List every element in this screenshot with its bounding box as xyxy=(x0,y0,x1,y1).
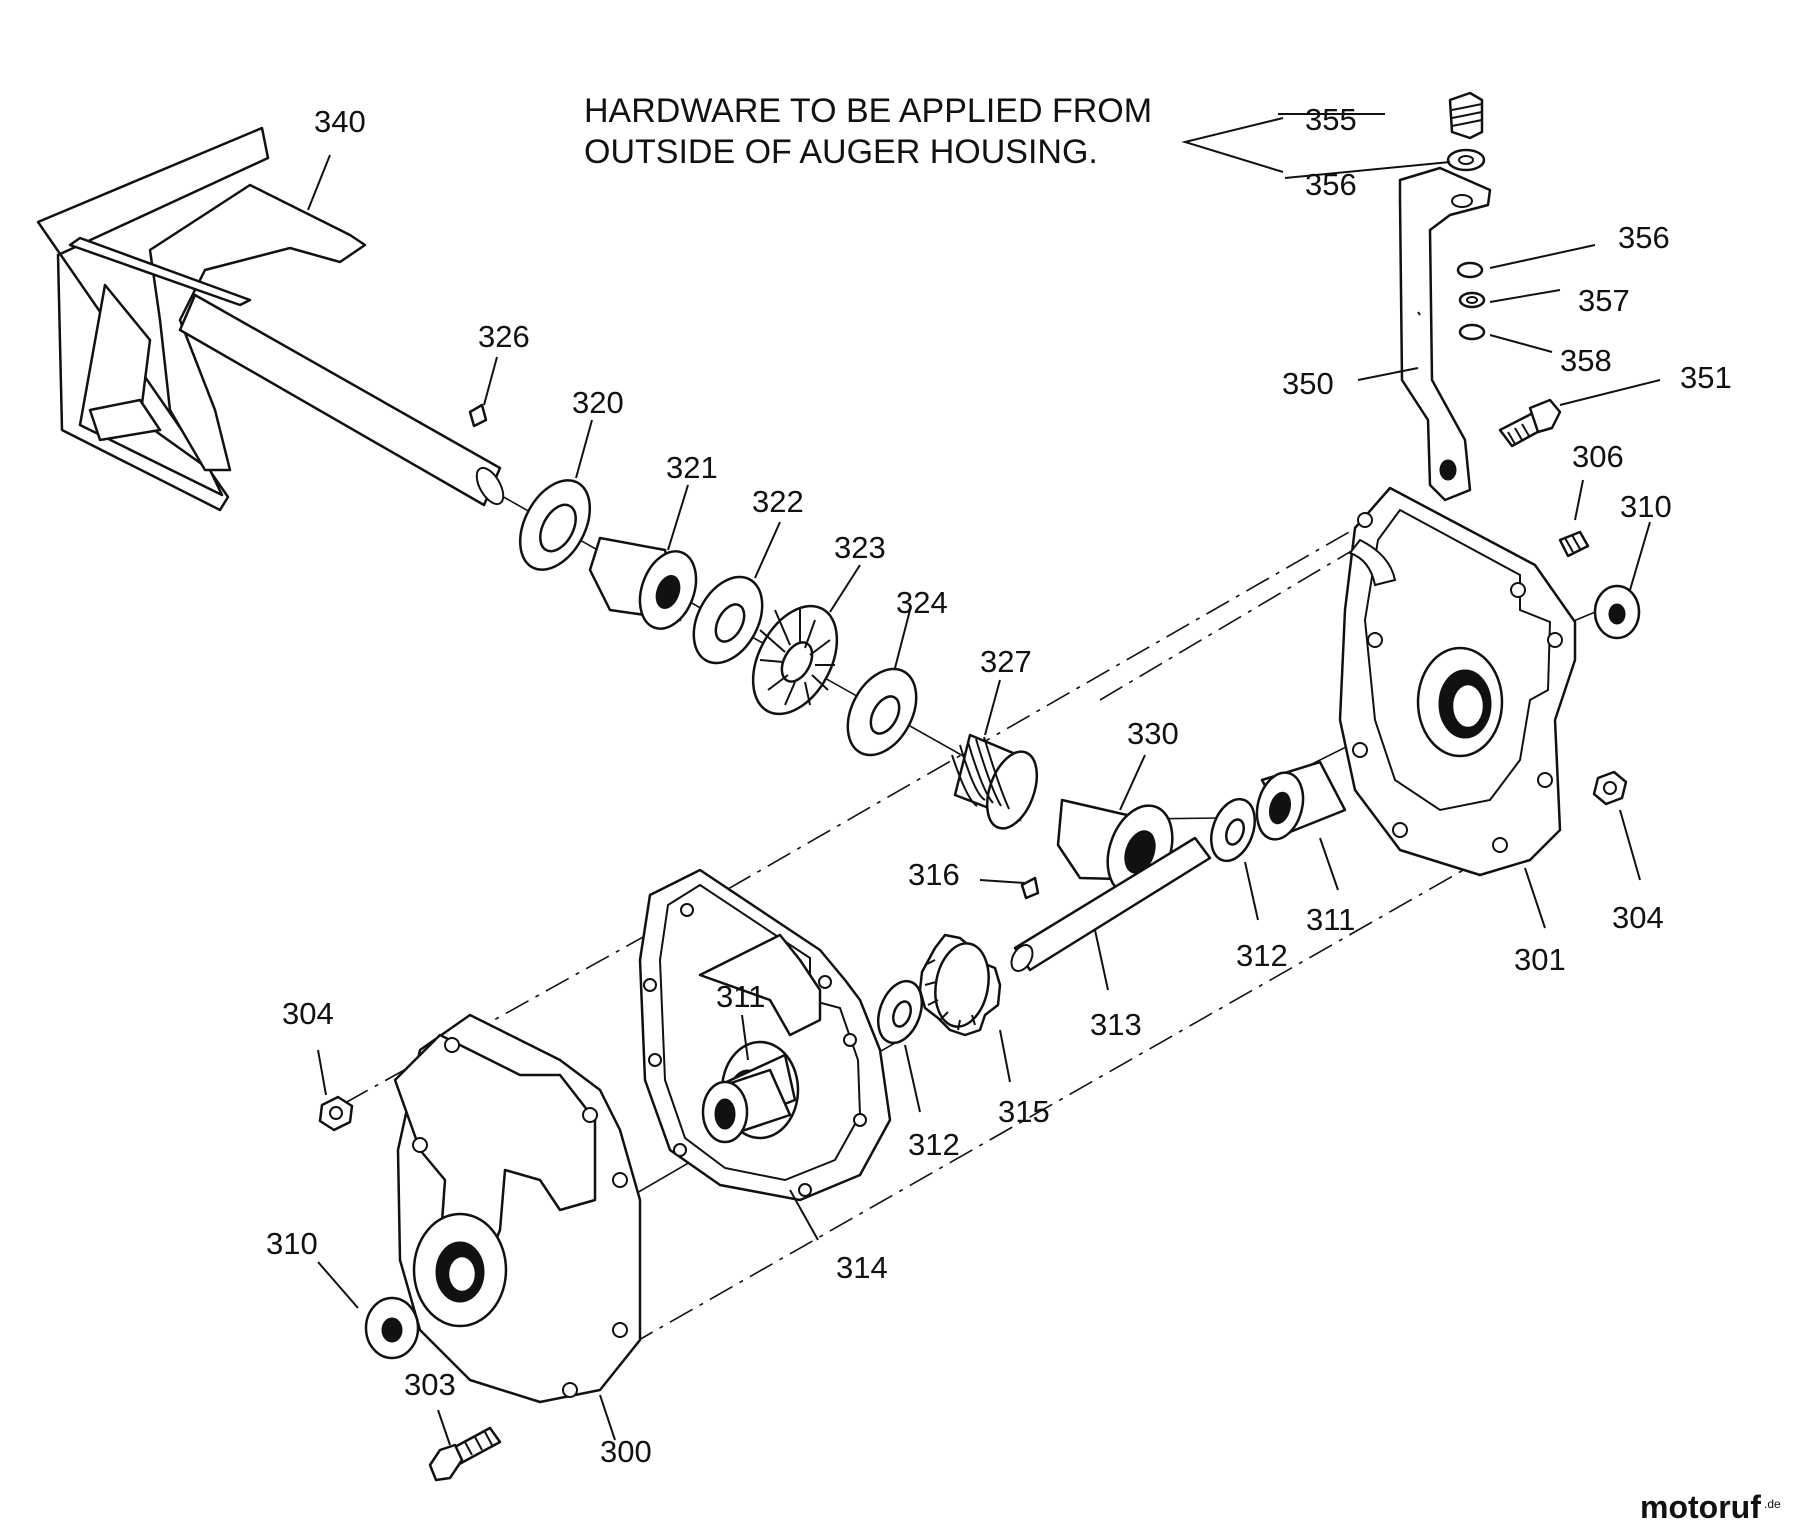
spur-gear-part-315 xyxy=(918,933,1002,1037)
bearing-housing-part-321 xyxy=(588,536,698,630)
part-labels: 340 326 320 321 322 323 324 327 330 355 … xyxy=(266,102,1732,1469)
washer-part-322 xyxy=(692,575,764,665)
hex-nut-part-304-right xyxy=(1592,770,1628,806)
washer-stack-356-357-358 xyxy=(1456,261,1486,341)
leader-lines xyxy=(307,113,1661,1446)
watermark-brand: motoruf xyxy=(1640,1489,1761,1525)
bearing-part-310-left xyxy=(364,1296,420,1360)
bolt-part-351 xyxy=(1498,398,1562,448)
auger-blade-part-340 xyxy=(36,126,505,512)
key-part-316 xyxy=(1020,876,1040,900)
label-356-top: 356 xyxy=(1305,167,1357,202)
washer-part-320 xyxy=(518,479,592,571)
label-320: 320 xyxy=(572,385,624,420)
washer-part-312-left xyxy=(877,979,923,1045)
worm-gear-part-327 xyxy=(951,733,1039,830)
label-356-side: 356 xyxy=(1618,220,1670,255)
screw-part-303 xyxy=(428,1426,502,1482)
watermark-suffix: .de xyxy=(1764,1497,1781,1511)
bearing-part-311-right xyxy=(1255,760,1347,841)
label-330: 330 xyxy=(1127,716,1179,751)
shaft-part-313 xyxy=(1010,836,1212,972)
label-324: 324 xyxy=(896,585,948,620)
label-301: 301 xyxy=(1514,942,1566,977)
label-350: 350 xyxy=(1282,366,1334,401)
label-316: 316 xyxy=(908,857,960,892)
label-311-right: 311 xyxy=(1306,902,1355,937)
label-340: 340 xyxy=(314,104,366,139)
bearing-part-310-right xyxy=(1593,584,1641,640)
label-312-right: 312 xyxy=(1236,938,1288,973)
label-321: 321 xyxy=(666,450,718,485)
label-304-left: 304 xyxy=(282,996,334,1031)
bracket-part-350 xyxy=(1398,166,1492,502)
hex-nut-part-304-left xyxy=(318,1095,354,1132)
key-part-326 xyxy=(468,403,488,428)
label-314: 314 xyxy=(836,1250,888,1285)
note-line-1: HARDWARE TO BE APPLIED FROM xyxy=(584,92,1152,130)
label-357: 357 xyxy=(1578,283,1630,318)
label-310-left: 310 xyxy=(266,1226,318,1261)
label-303: 303 xyxy=(404,1367,456,1402)
washer-part-356-top xyxy=(1446,148,1486,172)
label-311-left: 311 xyxy=(716,979,765,1014)
label-327: 327 xyxy=(980,644,1032,679)
gear-housing-part-300 xyxy=(393,1013,642,1404)
label-306: 306 xyxy=(1572,439,1624,474)
label-300: 300 xyxy=(600,1434,652,1469)
gasket-part-314 xyxy=(638,868,892,1202)
label-322: 322 xyxy=(752,484,804,519)
label-326: 326 xyxy=(478,319,530,354)
label-313: 313 xyxy=(1090,1007,1142,1042)
label-323: 323 xyxy=(834,530,886,565)
washer-part-312-right xyxy=(1210,797,1256,863)
label-315: 315 xyxy=(998,1094,1050,1129)
thrust-bearing-part-323 xyxy=(751,604,839,716)
label-312-left: 312 xyxy=(908,1127,960,1162)
label-310-right: 310 xyxy=(1620,489,1672,524)
label-355: 355 xyxy=(1305,102,1357,137)
label-358: 358 xyxy=(1560,343,1612,378)
bolt-part-355 xyxy=(1448,91,1484,140)
note-bracket xyxy=(1181,117,1284,173)
label-304-right: 304 xyxy=(1612,900,1664,935)
label-351: 351 xyxy=(1680,360,1732,395)
set-screw-part-306 xyxy=(1558,530,1590,558)
bushing-part-311-left xyxy=(701,1068,792,1144)
watermark-logo: motoruf .de xyxy=(1640,1489,1781,1525)
washer-part-324 xyxy=(846,667,918,757)
note-line-2: OUTSIDE OF AUGER HOUSING. xyxy=(584,133,1098,171)
gear-housing-part-301 xyxy=(1338,486,1577,877)
